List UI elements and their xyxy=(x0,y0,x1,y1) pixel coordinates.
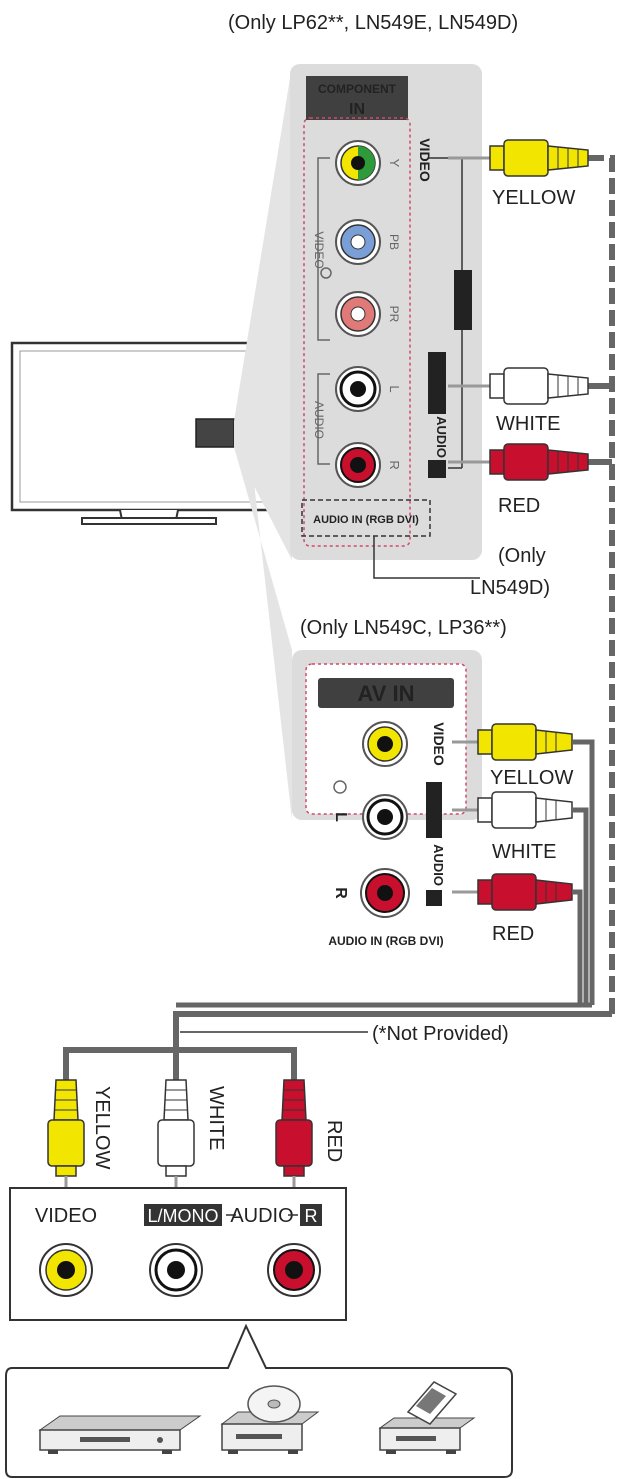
device-audio-r-jack[interactable] xyxy=(267,1243,321,1297)
av-in-panel: AV IN L R VIDEO L/MONO AUDIO R AUDIO IN … xyxy=(292,650,482,948)
game-console-icon xyxy=(378,1381,476,1454)
av-in-header xyxy=(318,678,454,708)
cable-bundle xyxy=(173,1011,612,1035)
component-title-1: COMPONENT xyxy=(318,82,397,96)
l-jack-label: L xyxy=(387,385,402,392)
audio-in-rgb-box xyxy=(301,499,431,537)
component-pb-jack[interactable] xyxy=(335,219,381,265)
red-plug-mid xyxy=(452,873,573,911)
white-plug-top xyxy=(448,367,589,405)
dashed-cable-right xyxy=(588,155,615,800)
zoom-wedge-top xyxy=(234,66,292,560)
side-av-in-label: AV IN xyxy=(460,284,474,315)
cable-label-yellow-top: YELLOW xyxy=(492,187,575,209)
side-lmono-label: L/MONO xyxy=(434,359,448,407)
audio-in-rgb-label-top: AUDIO IN (RGB DVI) xyxy=(313,514,419,526)
av-audio-l-jack[interactable] xyxy=(362,794,408,840)
audio-group-label: AUDIO xyxy=(312,401,326,439)
video-group-label: VIDEO xyxy=(312,231,326,268)
component-panel: COMPONENT IN VIDEO AUDIO Y PB PR xyxy=(290,64,482,560)
top-models-caption: (Only LP62**, LN549E, LN549D) xyxy=(228,12,518,34)
red-plug-bottom xyxy=(275,1079,313,1192)
cable-label-white-bottom: WHITE xyxy=(205,1086,227,1150)
av-video-jack[interactable] xyxy=(362,721,408,767)
white-plug-mid xyxy=(452,791,573,829)
side-r-label: R xyxy=(430,465,444,474)
only-ln549d-caption-1: (Only xyxy=(498,545,546,567)
cable-label-yellow-bottom: YELLOW xyxy=(91,1086,113,1169)
mid-models-caption: (Only LN549C, LP36**) xyxy=(300,617,507,639)
yellow-plug-bottom xyxy=(47,1079,85,1192)
av-in-title: AV IN xyxy=(357,681,414,706)
only-ln549d-caption-2: LN549D) xyxy=(470,577,550,599)
not-provided-caption: (*Not Provided) xyxy=(372,1023,509,1045)
device-panel: VIDEO L/MONO AUDIO R xyxy=(9,1187,347,1321)
side-audio-label: AUDIO xyxy=(434,416,449,458)
av-audio-r-jack[interactable] xyxy=(360,868,410,918)
device-lmono-label: L/MONO xyxy=(147,1206,218,1226)
cable-label-red-top: RED xyxy=(498,495,540,517)
y-jack-label: Y xyxy=(387,159,402,168)
cable-label-white-top: WHITE xyxy=(496,413,560,435)
white-plug-bottom xyxy=(157,1079,195,1192)
pb-jack-label: PB xyxy=(387,234,401,250)
yellow-plug-top xyxy=(448,139,589,177)
device-video-jack[interactable] xyxy=(39,1243,93,1297)
cable-label-red-mid: RED xyxy=(492,923,534,945)
component-audio-r-jack[interactable] xyxy=(335,442,381,488)
cable-label-white-mid: WHITE xyxy=(492,841,556,863)
red-plug-top xyxy=(448,443,589,481)
side-video-label: VIDEO xyxy=(417,138,433,182)
component-audio-l-jack[interactable] xyxy=(335,366,381,412)
pr-jack-label: PR xyxy=(387,306,401,323)
device-audio-l-jack[interactable] xyxy=(149,1243,203,1297)
av-side-video: VIDEO xyxy=(431,722,447,766)
av-side-lmono: L/MONO xyxy=(431,788,443,832)
component-pr-jack[interactable] xyxy=(335,291,381,337)
cable-label-yellow-mid: YELLOW xyxy=(490,767,573,789)
device-video-label: VIDEO xyxy=(35,1205,97,1227)
av-l-label: L xyxy=(332,812,349,822)
component-title-2: IN xyxy=(349,101,365,118)
av-audio-in-rgb: AUDIO IN (RGB DVI) xyxy=(328,934,443,948)
zoom-wedge-bottom xyxy=(234,447,292,820)
cable-label-red-bottom: RED xyxy=(323,1120,345,1162)
devices-callout xyxy=(5,1323,513,1478)
device-r-label: R xyxy=(305,1206,318,1226)
dvd-player-icon xyxy=(38,1415,202,1454)
device-audio-label: AUDIO xyxy=(230,1205,293,1227)
cable-mid-red-run xyxy=(572,889,583,1005)
av-r-label: R xyxy=(332,887,349,899)
component-y-jack[interactable] xyxy=(335,140,381,186)
av-side-r: R xyxy=(427,894,439,902)
r-jack-label: R xyxy=(387,460,402,469)
disc-player-icon xyxy=(220,1385,320,1454)
component-in-header xyxy=(306,76,408,120)
only-ln549d-leader xyxy=(373,536,480,579)
cable-mid-yellow-run xyxy=(572,739,595,1005)
cable-mid-white-run xyxy=(572,807,589,1005)
av-side-audio: AUDIO xyxy=(431,844,446,886)
yellow-plug-mid xyxy=(452,723,573,761)
